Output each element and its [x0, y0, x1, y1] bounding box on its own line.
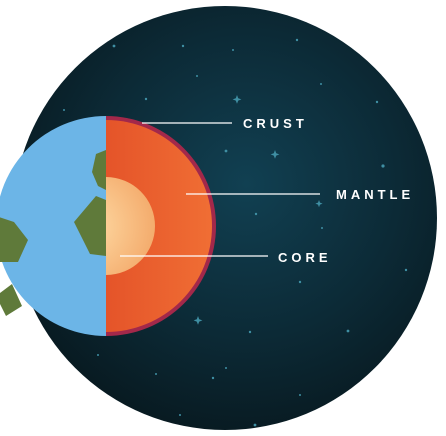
mantle-label: MANTLE	[336, 187, 414, 202]
core-label: CORE	[278, 250, 332, 265]
crust-label: CRUST	[243, 116, 308, 131]
